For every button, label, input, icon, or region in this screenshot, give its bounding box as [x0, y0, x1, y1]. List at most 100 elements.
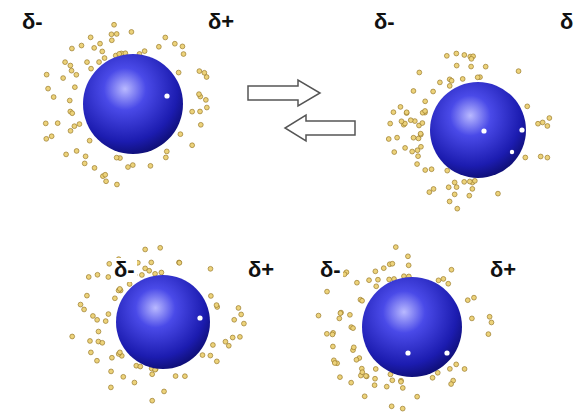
electron-dot	[142, 49, 147, 54]
electron-dot	[92, 45, 97, 50]
electron-dot	[236, 306, 241, 311]
electron-dot	[49, 134, 54, 139]
charge-label: δ-	[112, 258, 137, 282]
electron-dot	[208, 353, 213, 358]
electron-dot	[82, 161, 87, 166]
electron-dot	[349, 380, 354, 385]
electron-dot	[190, 109, 195, 114]
electron-dots	[164, 93, 524, 355]
electron-dot	[408, 118, 413, 123]
electron-dot	[114, 32, 119, 37]
electron-dot	[162, 389, 167, 394]
electron-dot	[98, 41, 103, 46]
electron-dot	[390, 261, 395, 266]
electron-dot	[208, 294, 213, 299]
electron-dot	[342, 272, 347, 277]
electron-dot	[132, 380, 137, 385]
electron-dot	[410, 149, 415, 154]
electron-dot	[460, 77, 465, 82]
electron-dot	[496, 191, 501, 196]
electron-dot	[173, 374, 178, 379]
electron-dot	[72, 85, 77, 90]
electron-dot	[444, 53, 449, 58]
electron-dot	[406, 254, 411, 259]
electron-dot	[470, 186, 475, 191]
electron-dot	[178, 132, 183, 137]
electron-dot	[351, 326, 356, 331]
electron-dot	[411, 89, 416, 94]
electron-dot	[373, 269, 378, 274]
electron-dot	[126, 165, 131, 170]
electron-dot	[44, 136, 49, 141]
electron-dot	[415, 162, 420, 167]
electron-dot	[449, 267, 454, 272]
electron-dot	[103, 172, 108, 177]
electron-dot	[416, 154, 421, 159]
electron-dot	[70, 46, 75, 51]
electron-dot	[384, 384, 389, 389]
electron-dot	[454, 362, 459, 367]
electron-dot	[429, 167, 434, 172]
electron-dot	[190, 143, 195, 148]
electron-dot	[64, 152, 69, 157]
electron-dot	[129, 30, 134, 35]
electron-dot	[452, 180, 457, 185]
electron-dot	[364, 374, 369, 379]
charge-label: δ+	[206, 10, 236, 34]
electron-dot	[469, 64, 474, 69]
electron-dot	[423, 99, 428, 104]
electron-dot	[367, 278, 372, 283]
electron-dot	[399, 119, 404, 124]
electron-dot	[391, 110, 396, 115]
electron-dot	[475, 75, 480, 80]
electron-dot	[176, 70, 181, 75]
electron-dot	[415, 148, 420, 153]
electron-dot	[472, 295, 477, 300]
electron-dot	[140, 273, 145, 278]
electron-dot	[88, 339, 93, 344]
electron-dot	[523, 155, 528, 160]
electron-dot	[104, 179, 109, 184]
electron-dot	[72, 124, 77, 129]
electron-dot	[525, 104, 530, 109]
electron-dot	[400, 406, 405, 411]
electron-dot	[149, 260, 154, 265]
electron-dot	[95, 317, 100, 322]
electron-dot	[360, 298, 365, 303]
electron-dot	[362, 394, 367, 399]
electron-dot	[203, 97, 208, 102]
electron-dot	[109, 369, 114, 374]
electron-dot	[180, 44, 185, 49]
electron-dot	[406, 263, 411, 268]
electron-dot	[55, 121, 60, 126]
electron-dot	[95, 358, 100, 363]
electron-dot	[197, 69, 202, 74]
electron-dot	[92, 166, 97, 171]
electron-dot	[536, 121, 541, 126]
electron-dot	[85, 60, 90, 65]
electron-dot	[95, 272, 100, 277]
electron-dot	[85, 293, 90, 298]
electron-dot	[159, 270, 164, 275]
electron-dot	[447, 366, 452, 371]
electron-dot	[114, 155, 119, 160]
electron-dot	[239, 312, 244, 317]
electron-dot	[67, 98, 72, 103]
electron-dot	[100, 49, 105, 54]
electron-dot	[100, 340, 105, 345]
electron-dot	[483, 64, 488, 69]
electron-dot	[519, 127, 524, 132]
electron-dot	[108, 385, 113, 390]
electron-dot	[489, 320, 494, 325]
electron-dot	[148, 163, 153, 168]
electron-dot	[121, 374, 126, 379]
electron-dot	[112, 22, 117, 27]
electron-dot	[156, 44, 161, 49]
electron-dot	[332, 361, 337, 366]
electron-dot	[545, 155, 550, 160]
electron-dot	[437, 80, 442, 85]
electron-dot	[197, 92, 202, 97]
electron-dot	[545, 124, 550, 129]
electron-dot	[183, 374, 188, 379]
